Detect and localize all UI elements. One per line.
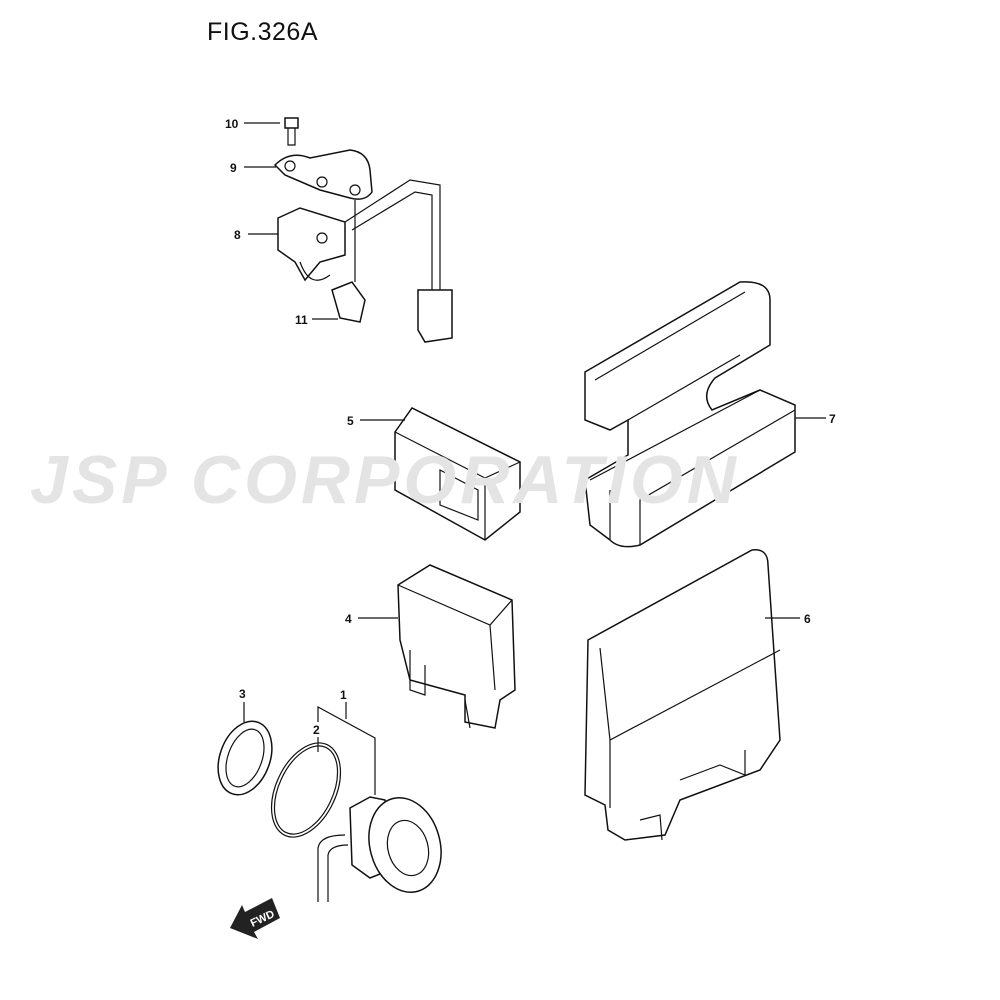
callout-1: 1 bbox=[340, 688, 347, 702]
callout-2: 2 bbox=[313, 723, 320, 737]
part-1-pump bbox=[317, 796, 442, 902]
part-7-cover bbox=[584, 281, 796, 548]
fwd-arrow: FWD bbox=[230, 898, 280, 939]
callout-6: 6 bbox=[804, 612, 811, 626]
callout-7: 7 bbox=[829, 412, 836, 426]
part-4-relay bbox=[397, 564, 516, 729]
callout-5: 5 bbox=[347, 414, 354, 428]
callout-8: 8 bbox=[234, 228, 241, 242]
leader-lines bbox=[243, 122, 826, 795]
part-5-box bbox=[394, 407, 521, 541]
part-2-o-ring bbox=[270, 742, 342, 838]
callout-11: 11 bbox=[295, 313, 308, 327]
part-8-9-10-11-sensor-assembly bbox=[273, 117, 453, 343]
part-3-retainer bbox=[217, 720, 273, 796]
callout-10: 10 bbox=[225, 117, 239, 131]
callout-3: 3 bbox=[239, 687, 246, 701]
part-6-ecu bbox=[584, 549, 781, 841]
figure-title: FIG.326A bbox=[207, 18, 318, 46]
callout-4: 4 bbox=[345, 612, 352, 626]
callout-9: 9 bbox=[230, 161, 237, 175]
